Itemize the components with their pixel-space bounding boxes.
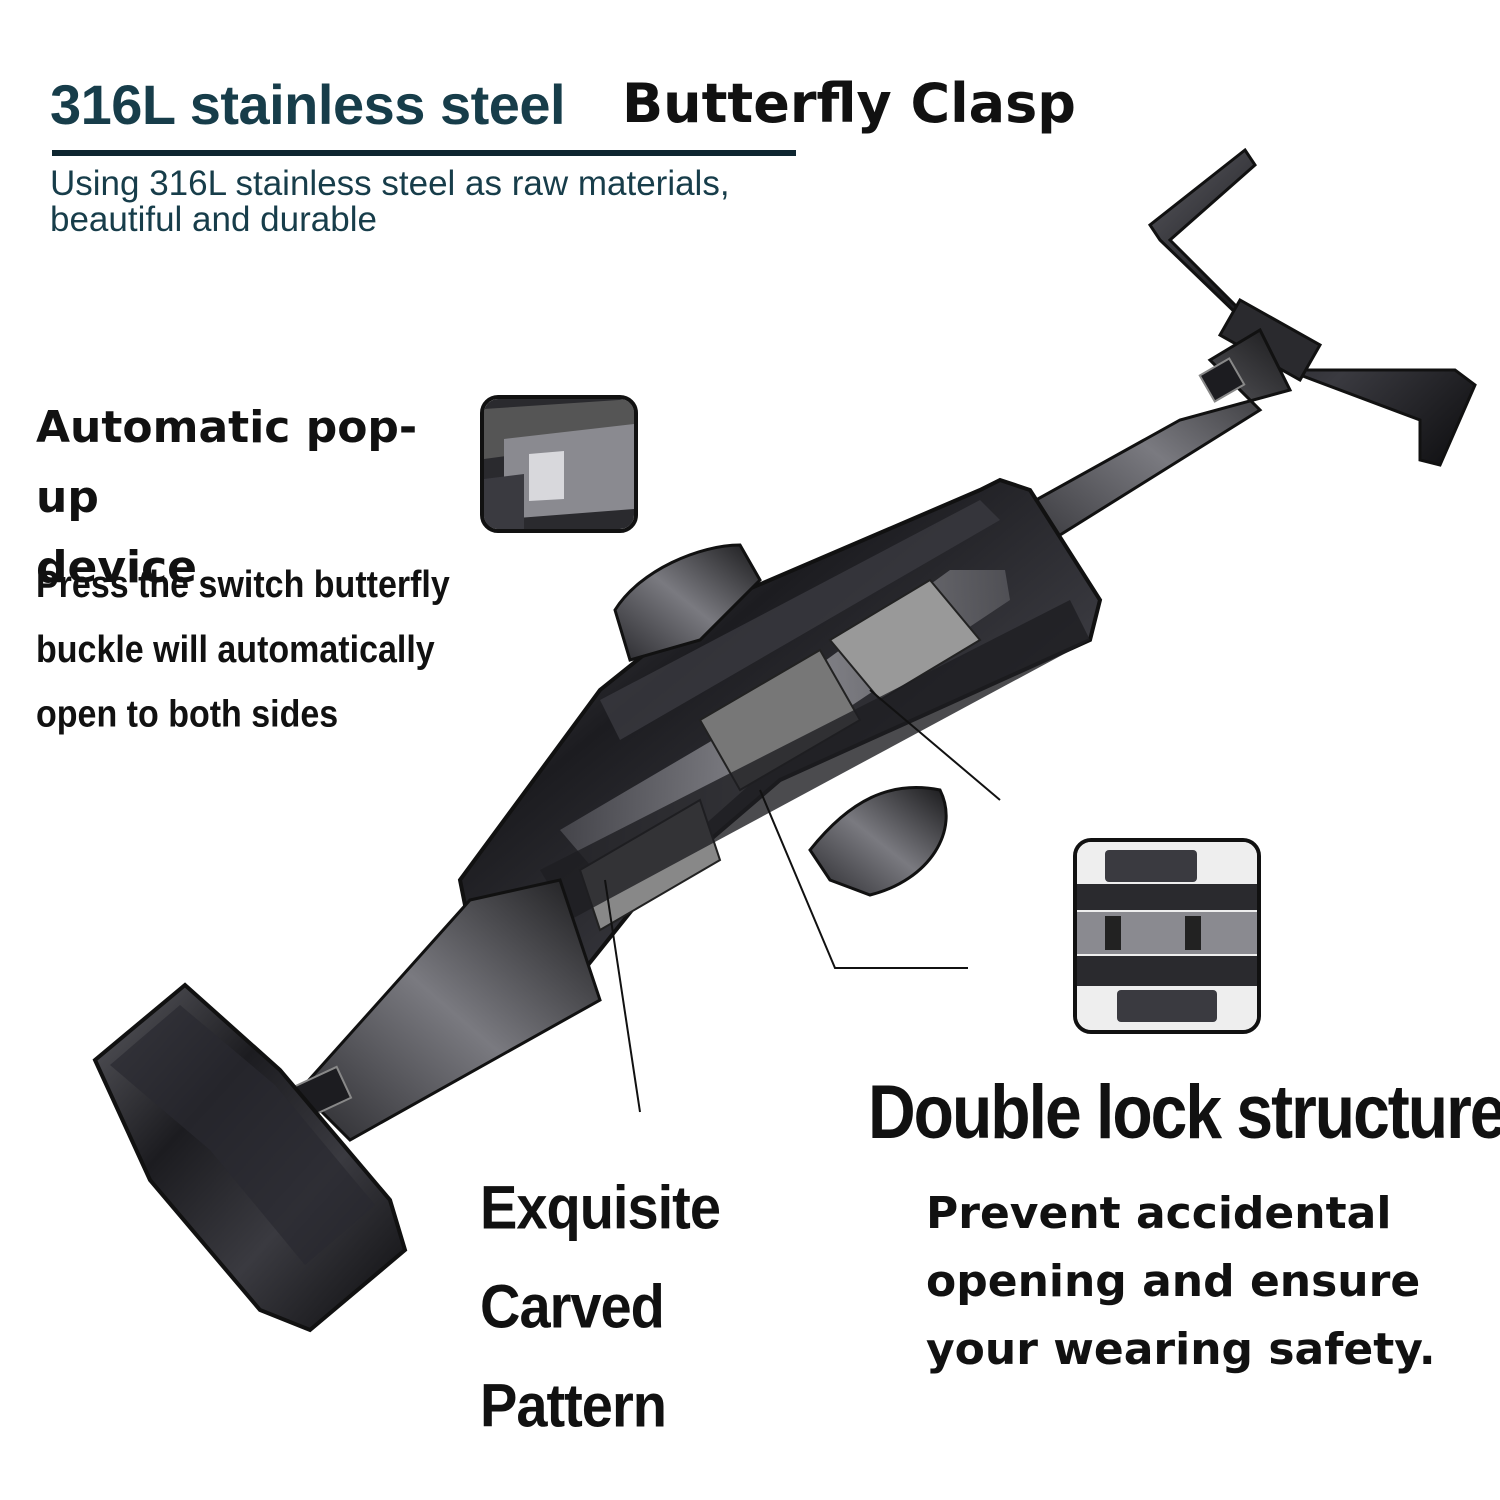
double-lock-closeup [1073, 838, 1261, 1034]
lock-callout-line [869, 689, 1001, 801]
popup-desc-line: Press the switch butterfly [36, 563, 450, 606]
title-underline [52, 150, 796, 156]
lock-feature-description: Prevent accidental opening and ensure yo… [926, 1180, 1486, 1384]
material-title: 316L stainless steel [50, 73, 566, 136]
top-clasp-end [998, 147, 1477, 563]
pattern-label-line: Exquisite Carved [480, 1172, 721, 1341]
subtitle-line: beautiful and durable [50, 200, 377, 239]
popup-desc-line: open to both sides [36, 693, 339, 736]
pattern-callout-line [604, 879, 641, 1113]
product-title: Butterfly Clasp [622, 72, 1076, 135]
clasp-center-body [457, 477, 1103, 1003]
lock-desc-line: Prevent accidental [926, 1188, 1392, 1239]
lock-callout-line [759, 789, 968, 969]
popup-title-line: device [36, 542, 198, 593]
popup-feature-title: Automatic pop-up device [36, 393, 466, 603]
pattern-feature-label: Exquisite Carved Pattern [480, 1158, 860, 1455]
lock-desc-line: opening and ensure [926, 1256, 1421, 1307]
lock-desc-line: your wearing safety. [926, 1324, 1436, 1375]
pattern-label-line: Pattern [480, 1370, 667, 1440]
closeup-image [484, 399, 634, 529]
material-subtitle: Using 316L stainless steel as raw materi… [50, 166, 830, 238]
side-push-buttons [613, 543, 948, 897]
callout-lines [604, 689, 1001, 1113]
popup-feature-description: Press the switch butterfly buckle will a… [36, 552, 456, 747]
lock-feature-title: Double lock structure [868, 1069, 1500, 1155]
bottom-clasp-end [92, 878, 602, 1333]
subtitle-line: Using 316L stainless steel as raw materi… [50, 164, 730, 203]
popup-desc-line: buckle will automatically [36, 628, 435, 671]
closeup-image [1077, 842, 1257, 1030]
popup-title-line: Automatic pop-up [36, 402, 418, 523]
popup-device-closeup [480, 395, 638, 533]
